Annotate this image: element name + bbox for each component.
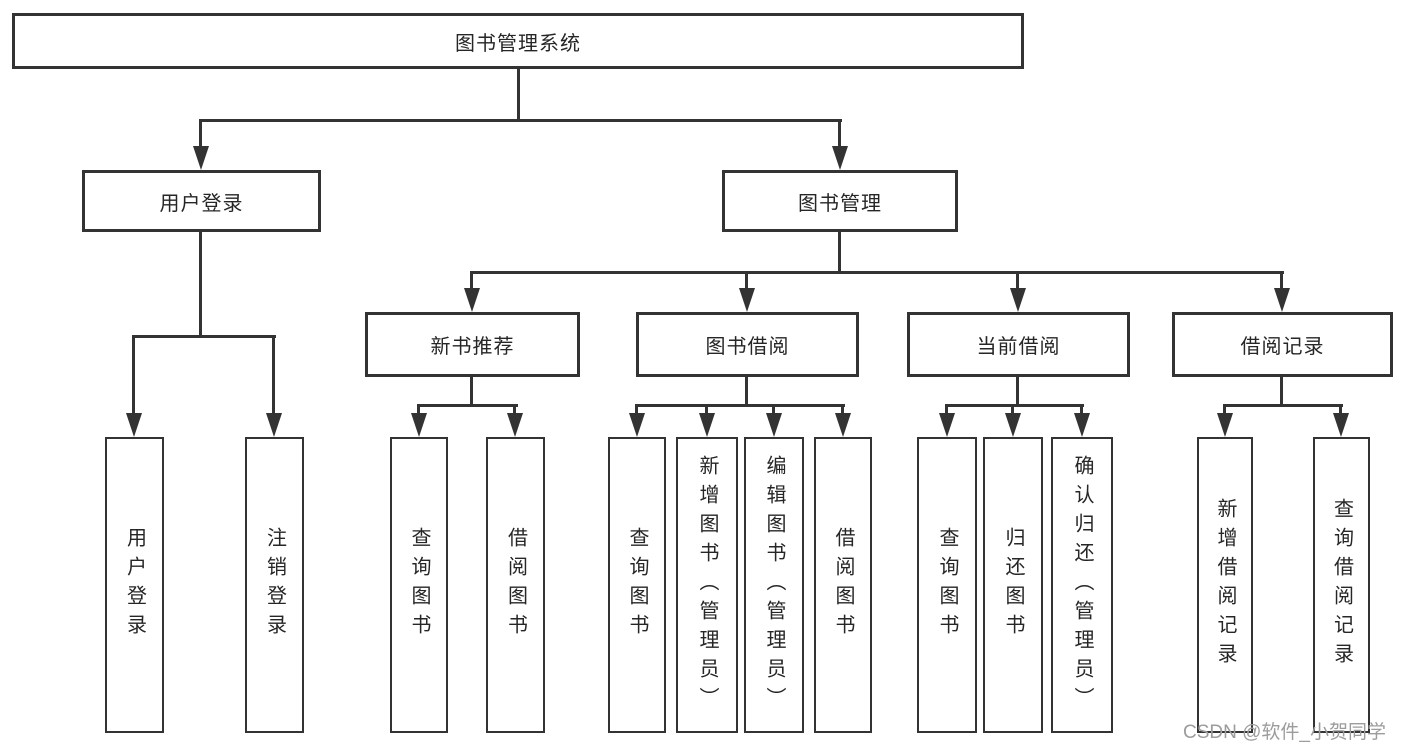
leaf-records-add-record: 新增借阅记录 [1197,437,1253,733]
node-user-login: 用户登录 [82,170,321,232]
connector-line [132,335,276,338]
node-user-login-label: 用户登录 [159,192,244,215]
leaf-borrow-add-books-admin-label: 新增图书（管理员） [696,454,718,716]
leaf-newbooks-query-books: 查询图书 [390,437,448,733]
leaf-current-confirm-return-admin: 确认归还（管理员） [1051,437,1113,733]
leaf-records-add-record-label: 新增借阅记录 [1214,498,1236,672]
connector-line [838,119,841,149]
arrow-down-icon [411,413,427,437]
connector-line [132,335,135,417]
leaf-logout: 注销登录 [245,437,304,733]
node-root: 图书管理系统 [12,13,1024,69]
arrow-down-icon [1074,413,1090,437]
leaf-newbooks-borrow-books: 借阅图书 [486,437,545,733]
arrow-down-icon [464,288,480,312]
leaf-borrow-borrow-books-label: 借阅图书 [832,527,854,643]
node-current-borrow-label: 当前借阅 [976,336,1061,358]
node-new-books-label: 新书推荐 [430,336,515,358]
leaf-current-query-books-label: 查询图书 [936,527,958,643]
arrow-down-icon [1217,413,1233,437]
arrow-down-icon [507,413,523,437]
connector-line [199,119,842,122]
node-book-borrow: 图书借阅 [636,312,859,377]
leaf-current-query-books: 查询图书 [917,437,977,733]
leaf-borrow-edit-books-admin-label: 编辑图书（管理员） [763,454,785,716]
arrow-down-icon [766,413,782,437]
node-borrow-records-label: 借阅记录 [1240,336,1325,358]
leaf-records-query-record: 查询借阅记录 [1313,437,1370,733]
arrow-down-icon [1333,413,1349,437]
connector-line [513,404,516,418]
leaf-current-confirm-return-admin-label: 确认归还（管理员） [1071,454,1093,716]
connector-line [705,404,708,418]
leaf-newbooks-borrow-books-label: 借阅图书 [504,527,527,643]
leaf-user-login: 用户登录 [105,437,164,733]
connector-line [1280,375,1283,407]
arrow-down-icon [1005,413,1021,437]
connector-line [1080,404,1083,418]
connector-line [838,230,841,273]
connector-line [635,404,638,418]
connector-line [1016,271,1019,291]
connector-line [199,230,202,338]
connector-line [1280,271,1283,291]
connector-line [417,404,420,418]
csdn-watermark: CSDN @软件_小贺同学 [1183,722,1386,743]
connector-line [945,404,948,418]
connector-line [1223,404,1226,418]
leaf-borrow-query-books: 查询图书 [608,437,666,733]
arrow-down-icon [193,146,209,170]
arrow-down-icon [835,413,851,437]
arrow-down-icon [1010,288,1026,312]
connector-line [1223,404,1343,407]
node-book-mgmt: 图书管理 [722,170,958,232]
connector-line [470,271,473,291]
connector-line [417,404,518,407]
node-book-borrow-label: 图书借阅 [705,336,790,358]
connector-line [772,404,775,418]
connector-line [945,404,1084,407]
arrow-down-icon [699,413,715,437]
arrow-down-icon [739,288,755,312]
connector-line [841,404,844,418]
leaf-records-query-record-label: 查询借阅记录 [1330,498,1353,672]
arrow-down-icon [939,413,955,437]
leaf-newbooks-query-books-label: 查询图书 [408,527,430,643]
node-root-label: 图书管理系统 [455,32,581,55]
leaf-user-login-label: 用户登录 [123,527,146,643]
connector-line [470,271,1284,274]
connector-line [635,404,845,407]
connector-line [1016,375,1019,407]
leaf-borrow-query-books-label: 查询图书 [626,527,648,643]
leaf-borrow-edit-books-admin: 编辑图书（管理员） [744,437,804,733]
connector-line [199,119,202,149]
arrow-down-icon [832,146,848,170]
arrow-down-icon [629,413,645,437]
arrow-down-icon [126,413,142,437]
node-book-mgmt-label: 图书管理 [798,192,882,215]
arrow-down-icon [266,413,282,437]
connector-line [745,271,748,291]
connector-line [517,67,520,121]
connector-line [272,335,275,417]
connector-line [1011,404,1014,418]
leaf-borrow-borrow-books: 借阅图书 [814,437,872,733]
leaf-current-return-books-label: 归还图书 [1002,527,1024,643]
arrow-down-icon [1274,288,1290,312]
leaf-logout-label: 注销登录 [263,527,286,643]
connector-line [745,375,748,407]
connector-line [1339,404,1342,418]
connector-line [470,375,473,407]
leaf-borrow-add-books-admin: 新增图书（管理员） [676,437,738,733]
node-new-books: 新书推荐 [365,312,580,377]
node-borrow-records: 借阅记录 [1172,312,1393,377]
node-current-borrow: 当前借阅 [907,312,1130,377]
leaf-current-return-books: 归还图书 [983,437,1043,733]
